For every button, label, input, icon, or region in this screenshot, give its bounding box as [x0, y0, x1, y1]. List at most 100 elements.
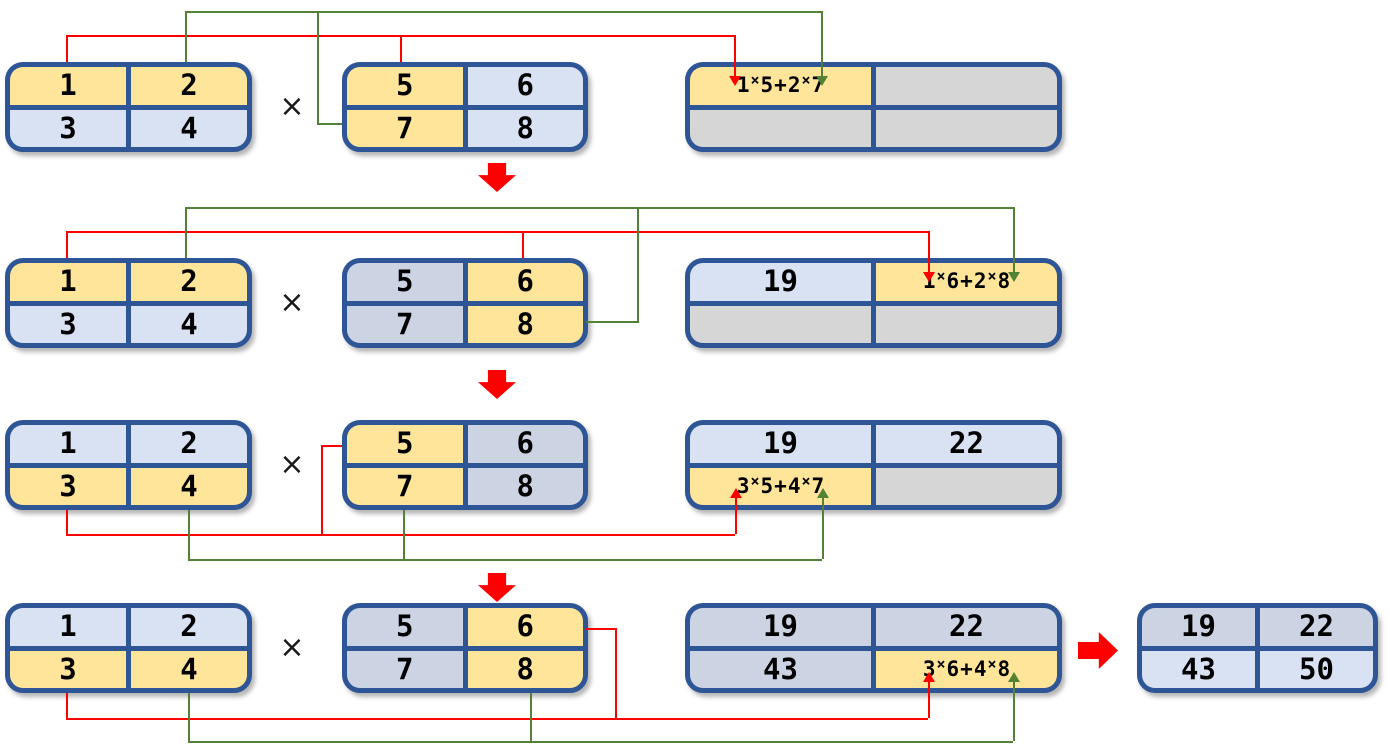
connector-line-red [66, 693, 68, 718]
matrix-a-step-1-cell-2: 3 [10, 109, 126, 147]
result-matrix-step-2-cell-1: 1×6+2×8 [876, 263, 1057, 301]
matrix-b-step-4-cell-0: 5 [347, 608, 463, 646]
connector-line-red [586, 628, 615, 630]
result-matrix-step-4-cell-2: 43 [690, 650, 871, 688]
connector-line-green [185, 11, 821, 13]
connector-line-green [822, 497, 824, 559]
result-matrix-step-1-cell-3 [876, 109, 1057, 147]
matrix-b-step-1-cell-2: 7 [347, 109, 463, 147]
result-matrix-step-1: 1×5+2×7 [685, 62, 1062, 152]
matrix-b-step-2-cell-2: 7 [347, 305, 463, 343]
matrix-a-step-2-cell-2: 3 [10, 305, 126, 343]
matrix-b-step-2-cell-0: 5 [347, 263, 463, 301]
final-result-arrow-right-icon [1078, 632, 1118, 669]
matrix-a-step-4-cell-3: 4 [131, 650, 247, 688]
connector-line-green [1013, 207, 1015, 272]
matrix-b-step-4-cell-3: 8 [467, 650, 583, 688]
arrowhead-green-down-icon [816, 76, 828, 86]
multiply-sign-step-4: × [279, 629, 305, 665]
multiply-glyph: × [750, 471, 760, 490]
result-matrix-step-1-cell-0: 1×5+2×7 [690, 67, 871, 105]
matrix-a-step-3-cell-1: 2 [131, 425, 247, 463]
connector-line-green [317, 123, 342, 125]
connector-line-red [321, 445, 342, 447]
matrix-b-step-3-cell-1: 6 [467, 425, 583, 463]
matrix-a-step-4-cell-2: 3 [10, 650, 126, 688]
multiply-glyph: × [801, 471, 811, 490]
next-step-arrow-down-1-icon [478, 163, 516, 192]
connector-line-green [1013, 681, 1015, 741]
result-matrix-step-2-cell-3 [876, 305, 1057, 343]
final-result-matrix-cell-1: 22 [1260, 608, 1373, 646]
result-matrix-step-3-cell-1: 22 [876, 425, 1057, 463]
arrowhead-red-up-icon [730, 488, 742, 498]
final-result-matrix-cell-3: 50 [1260, 650, 1373, 688]
connector-line-green [188, 559, 822, 561]
next-step-arrow-down-2-icon [478, 370, 516, 399]
multiply-glyph: × [801, 71, 811, 90]
next-step-arrow-down-3-icon [478, 573, 516, 602]
multiply-glyph: × [987, 654, 997, 673]
matrix-a-step-1-cell-1: 2 [131, 67, 247, 105]
matrix-b-step-3-cell-3: 8 [467, 467, 583, 505]
multiply-glyph: × [750, 71, 760, 90]
matrix-a-step-1-cell-3: 4 [131, 109, 247, 147]
arrowhead-red-up-icon [923, 672, 935, 682]
connector-line-green [821, 11, 823, 76]
arrowhead-green-up-icon [817, 488, 829, 498]
matrix-a-step-3-cell-2: 3 [10, 467, 126, 505]
matrix-b-step-2-cell-1: 6 [467, 263, 583, 301]
matrix-a-step-4-cell-0: 1 [10, 608, 126, 646]
connector-line-red [66, 231, 928, 233]
result-matrix-step-2-cell-0: 19 [690, 263, 871, 301]
result-matrix-step-4-cell-3: 3×6+4×8 [876, 650, 1057, 688]
connector-line-green [317, 11, 319, 125]
connector-line-red [522, 231, 524, 258]
result-matrix-step-1-cell-1 [876, 67, 1057, 105]
final-result-matrix-cell-0: 19 [1142, 608, 1255, 646]
connector-line-green [185, 207, 187, 258]
arrowhead-red-down-icon [923, 272, 935, 282]
connector-line-green [586, 321, 637, 323]
final-result-matrix-cell-2: 43 [1142, 650, 1255, 688]
connector-line-green [188, 510, 190, 559]
plus-glyph: + [960, 269, 973, 294]
matrix-a-step-1-cell-0: 1 [10, 67, 126, 105]
connector-line-green [188, 693, 190, 741]
connector-line-green [185, 207, 1013, 209]
plus-glyph: + [774, 473, 787, 498]
connector-line-green [188, 741, 1013, 743]
matrix-b-step-4-cell-1: 6 [467, 608, 583, 646]
matrix-a-step-3-cell-3: 4 [131, 467, 247, 505]
connector-line-green [637, 207, 639, 323]
connector-line-red [928, 681, 930, 718]
result-matrix-step-4-cell-0: 19 [690, 608, 871, 646]
matrix-b-step-4-cell-2: 7 [347, 650, 463, 688]
matrix-b-step-3-cell-0: 5 [347, 425, 463, 463]
connector-line-green [530, 693, 532, 741]
multiply-sign-step-2: × [279, 284, 305, 320]
connector-line-red [734, 35, 736, 76]
result-matrix-step-2-cell-2 [690, 305, 871, 343]
result-matrix-step-1-cell-2 [690, 109, 871, 147]
arrowhead-green-up-icon [1008, 672, 1020, 682]
connector-line-red [928, 231, 930, 272]
result-matrix-step-4-cell-1: 22 [876, 608, 1057, 646]
matrix-a-step-2-cell-0: 1 [10, 263, 126, 301]
arrowhead-red-down-icon [729, 76, 741, 86]
matrix-b-step-2-cell-3: 8 [467, 305, 583, 343]
multiply-glyph: × [987, 267, 997, 286]
connector-line-red [400, 35, 402, 62]
matrix-b-step-1-cell-0: 5 [347, 67, 463, 105]
matrix-a-step-3-cell-0: 1 [10, 425, 126, 463]
result-matrix-step-3-cell-2: 3×5+4×7 [690, 467, 871, 505]
